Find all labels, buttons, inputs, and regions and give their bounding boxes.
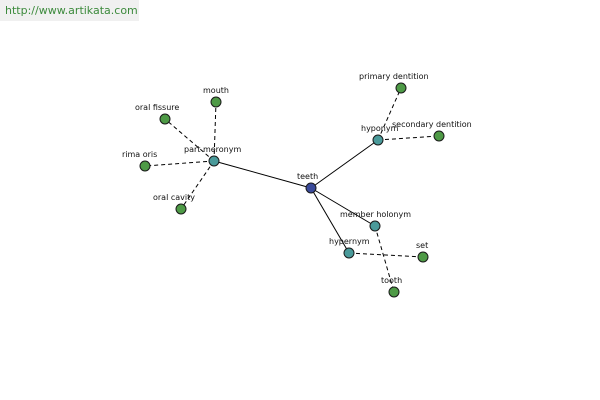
nodes-layer — [139, 82, 445, 298]
node-set[interactable] — [417, 251, 429, 263]
node-label-rima-oris: rima oris — [122, 150, 157, 159]
edge-part-meronym-to-rima-oris — [144, 160, 215, 167]
node-secondary-dentition[interactable] — [433, 130, 445, 142]
node-label-oral-cavity: oral cavity — [153, 193, 195, 202]
node-rima-oris[interactable] — [139, 160, 151, 172]
node-label-mouth: mouth — [203, 86, 229, 95]
node-teeth[interactable] — [305, 182, 317, 194]
node-oral-fissure[interactable] — [159, 113, 171, 125]
node-oral-cavity[interactable] — [175, 203, 187, 215]
edge-member-holonym-to-tooth — [374, 225, 395, 293]
edge-part-meronym-to-oral-cavity — [180, 160, 215, 210]
node-label-member-holonym: member holonym — [340, 210, 411, 219]
node-label-hyponym: hyponym — [361, 124, 399, 133]
edge-hypernym-to-set — [348, 252, 424, 258]
edge-teeth-to-hypernym — [310, 187, 350, 254]
node-label-tooth: tooth — [381, 276, 402, 285]
node-label-oral-fissure: oral fissure — [135, 103, 179, 112]
edge-hyponym-to-secondary-dentition — [377, 135, 440, 141]
node-tooth[interactable] — [388, 286, 400, 298]
node-hyponym[interactable] — [372, 134, 384, 146]
edge-part-meronym-to-oral-fissure — [164, 118, 215, 162]
node-label-hypernym: hypernym — [329, 237, 370, 246]
edge-hyponym-to-primary-dentition — [377, 87, 402, 141]
edge-teeth-to-hyponym — [310, 139, 379, 189]
node-label-primary-dentition: primary dentition — [359, 72, 429, 81]
node-part-meronym[interactable] — [208, 155, 220, 167]
node-label-teeth: teeth — [297, 172, 318, 181]
edge-part-meronym-to-mouth — [213, 101, 217, 162]
node-label-secondary-dentition: secondary dentition — [392, 120, 472, 129]
node-member-holonym[interactable] — [369, 220, 381, 232]
edge-teeth-to-member-holonym — [310, 187, 376, 227]
node-label-set: set — [416, 241, 428, 250]
node-mouth[interactable] — [210, 96, 222, 108]
node-primary-dentition[interactable] — [395, 82, 407, 94]
node-hypernym[interactable] — [343, 247, 355, 259]
node-label-part-meronym: part meronym — [184, 145, 241, 154]
edges-layer — [144, 87, 440, 293]
edge-teeth-to-part-meronym — [213, 160, 312, 189]
labels-layer: teeth part meronym hyponym member holonym hy… — [122, 72, 472, 285]
source-url-banner: http://www.artikata.com — [0, 0, 139, 21]
source-url-text: http://www.artikata.com — [5, 4, 138, 17]
